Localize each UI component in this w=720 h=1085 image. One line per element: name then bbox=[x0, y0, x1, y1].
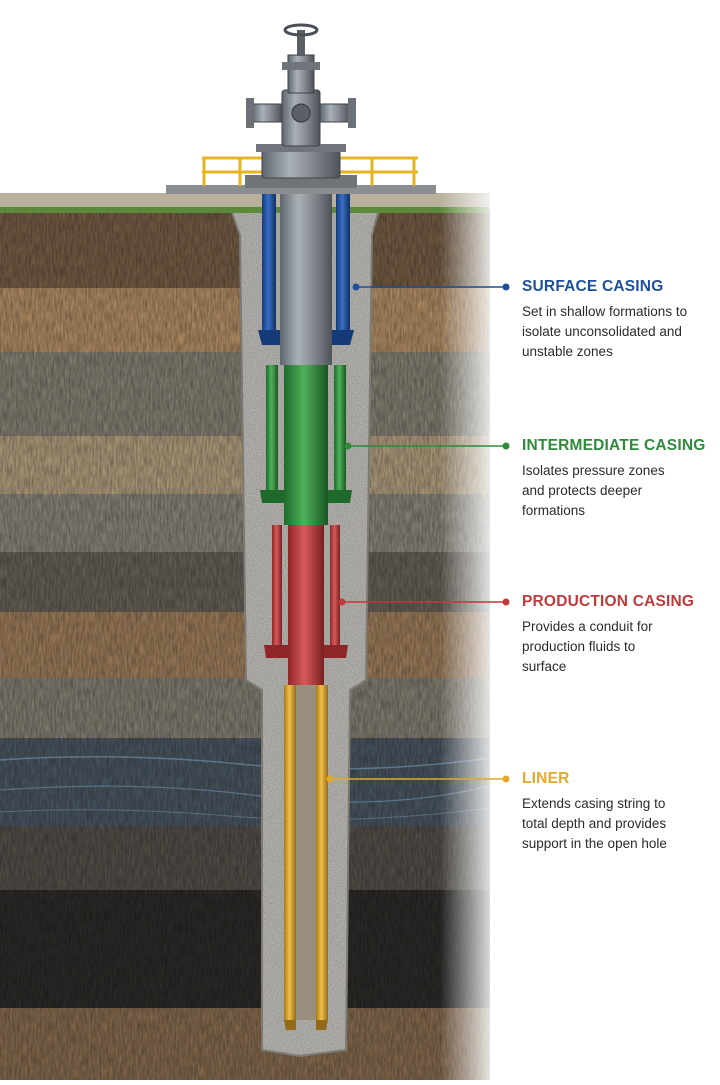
callout-title: INTERMEDIATE CASING bbox=[522, 437, 706, 454]
intermediate-casing bbox=[260, 365, 352, 525]
production-casing bbox=[264, 525, 348, 685]
callout-title: PRODUCTION CASING bbox=[522, 593, 695, 610]
callout-title: LINER bbox=[522, 770, 570, 787]
callout-surface-casing: SURFACE CASING Set in shallow formations… bbox=[522, 278, 714, 362]
callout-description: Provides a conduit for production fluids… bbox=[522, 619, 653, 674]
ground-surface bbox=[0, 193, 490, 213]
wellhead-valve-icon bbox=[246, 23, 356, 179]
liner bbox=[284, 685, 328, 1030]
callout-production-casing: PRODUCTION CASING Provides a conduit for… bbox=[522, 593, 714, 677]
callout-description: Set in shallow formations to isolate unc… bbox=[522, 304, 688, 359]
callout-title: SURFACE CASING bbox=[522, 278, 664, 295]
surface-casing bbox=[258, 192, 354, 345]
production-tubing bbox=[280, 190, 332, 365]
callout-liner: LINER Extends casing string to total dep… bbox=[522, 770, 714, 854]
callout-leaders bbox=[326, 283, 510, 783]
callout-description: Isolates pressure zones and protects dee… bbox=[522, 463, 665, 518]
callout-intermediate-casing: INTERMEDIATE CASING Isolates pressure zo… bbox=[522, 437, 714, 521]
callout-description: Extends casing string to total depth and… bbox=[522, 796, 667, 851]
